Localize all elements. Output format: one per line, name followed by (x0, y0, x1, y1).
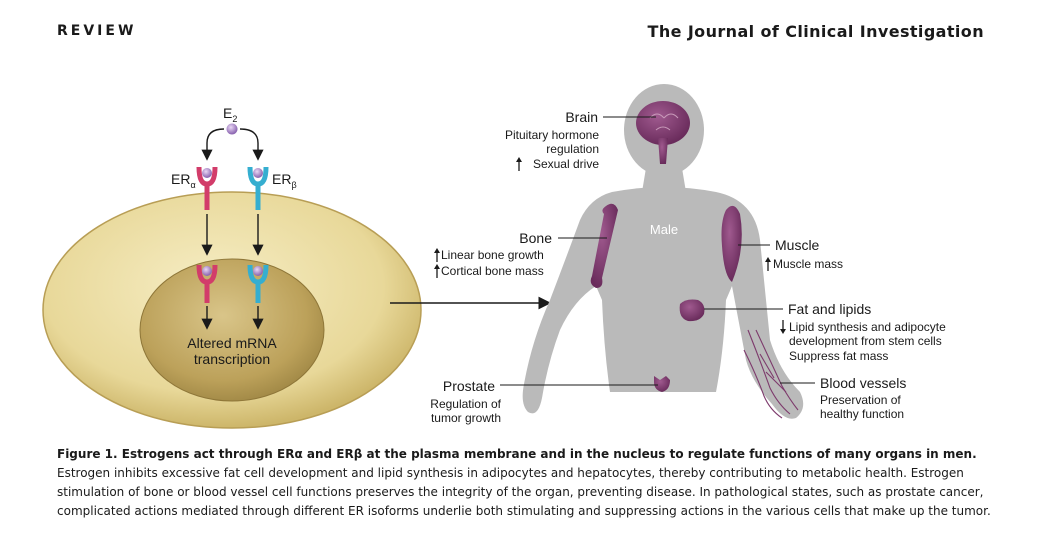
caption-bold: Figure 1. Estrogens act through ERα and … (57, 447, 977, 461)
fat-organ (679, 299, 705, 322)
er-alpha-label: ERα (171, 171, 196, 190)
prostate-organ (654, 376, 670, 392)
ligand-estrogen (226, 123, 238, 135)
nucleus-label-line2: transcription (194, 351, 270, 367)
vessels-line2: healthy function (820, 407, 904, 421)
muscle-title: Muscle (775, 237, 820, 253)
bone-line1: Linear bone growth (441, 248, 544, 262)
bone-line2: Cortical bone mass (441, 264, 544, 278)
brain-line3: Sexual drive (533, 157, 599, 171)
blood-vessels-organ (743, 329, 799, 419)
leader-lines (500, 116, 815, 386)
up-arrow-icon (765, 257, 771, 271)
er-beta-membrane (247, 166, 269, 210)
brain-line2: regulation (546, 142, 599, 156)
body-label: Male (650, 222, 678, 237)
er-alpha-nuclear (196, 264, 218, 303)
figure-diagram: E2 ERα ERβ Altered mRNA transcription (42, 84, 946, 429)
er-beta-nuclear (247, 264, 269, 303)
er-beta-label: ERβ (272, 171, 297, 190)
up-arrow-icon (434, 264, 440, 278)
fat-line3: Suppress fat mass (789, 349, 888, 363)
up-arrow-icon (434, 248, 440, 262)
brain-organ (636, 101, 690, 164)
vessels-title: Blood vessels (820, 375, 906, 391)
journal-title: The Journal of Clinical Investigation (647, 22, 984, 41)
section-label: REVIEW (57, 23, 137, 39)
bone-title: Bone (519, 230, 552, 246)
nucleus-label-line1: Altered mRNA (187, 335, 277, 351)
ligand-arrow-beta (239, 128, 264, 161)
fat-line2: development from stem cells (789, 334, 942, 348)
fat-title: Fat and lipids (788, 301, 871, 317)
vessels-line1: Preservation of (820, 393, 901, 407)
prostate-line2: tumor growth (431, 411, 501, 425)
nucleus (139, 258, 325, 402)
bone-organ (590, 203, 618, 288)
brain-line1: Pituitary hormone (505, 128, 599, 142)
prostate-title: Prostate (443, 378, 495, 394)
cell (42, 191, 422, 429)
muscle-line1: Muscle mass (773, 257, 843, 271)
fat-line1: Lipid synthesis and adipocyte (789, 320, 946, 334)
figure-caption: Figure 1. Estrogens act through ERα and … (57, 445, 992, 521)
muscle-organ (721, 205, 742, 282)
up-arrow-icon (516, 157, 522, 171)
er-alpha-membrane (196, 166, 218, 210)
caption-text: Estrogen inhibits excessive fat cell dev… (57, 466, 991, 518)
ligand-label: E2 (223, 105, 237, 124)
brain-title: Brain (565, 109, 598, 125)
ligand-arrow-alpha (201, 128, 225, 161)
down-arrow-icon (780, 320, 786, 334)
prostate-line1: Regulation of (430, 397, 501, 411)
